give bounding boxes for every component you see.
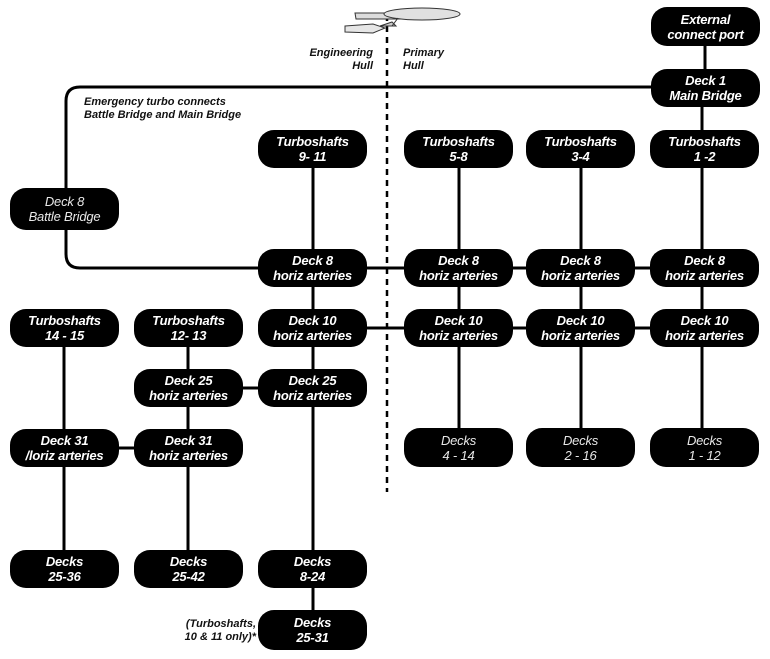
node-label-line: Deck 8 (44, 194, 85, 209)
engineering-hull-label-line: Engineering (309, 47, 373, 59)
node-label-line: horiz arteries (273, 388, 352, 403)
node-label-line: Decks (293, 554, 332, 569)
node-label-line: Deck 8 (292, 253, 333, 268)
node-label-line: horiz arteries (273, 268, 352, 283)
node-label-line: Turboshafts (152, 313, 225, 328)
node-label-line: Decks (562, 432, 599, 448)
node-label-line: 25-36 (48, 569, 81, 584)
node-label-line: horiz arteries (419, 328, 498, 343)
node-label-line: Decks (686, 432, 723, 448)
turboshaft-footnote: (Turboshafts,10 & 11 only)* (172, 618, 256, 644)
node-label-line: Deck 10 (434, 313, 483, 328)
emergency-turbo-note-line: Emergency turbo connects (84, 96, 226, 108)
node-label-line: Turboshafts (276, 134, 349, 149)
node-label-line: Deck 8 (684, 253, 725, 268)
node-label-line: 2 - 16 (564, 447, 597, 463)
emergency-turbo-note-line: Battle Bridge and Main Bridge (84, 109, 242, 121)
node-label-line: Deck 1 (685, 73, 726, 88)
node-label-line: Deck 8 (438, 253, 479, 268)
node-label-line: connect port (667, 26, 744, 42)
node-label-line: 1 - 12 (688, 447, 721, 463)
node-label-line: 14 - 15 (44, 328, 85, 343)
node-label-line: horiz arteries (665, 328, 744, 343)
turboshaft-footnote-line: (Turboshafts, (185, 618, 256, 630)
node-label-line: horiz arteries (541, 328, 620, 343)
node-label-line: Deck 31 (164, 433, 213, 448)
node-label-line: Deck 10 (288, 313, 337, 328)
node-label-line: Turboshafts (668, 134, 741, 149)
node-label-line: horiz arteries (541, 268, 620, 283)
node-label-line: Decks (293, 615, 332, 630)
node-label-line: 4 - 14 (442, 447, 475, 463)
node-label-line: /loriz arteries (25, 448, 104, 463)
node-label-line: Deck 10 (556, 313, 605, 328)
node-label-line: External (680, 11, 731, 27)
node-label-line: 25-31 (296, 630, 329, 645)
node-label-line: Turboshafts (544, 134, 617, 149)
emergency-turbo-line (64, 85, 657, 270)
node-label-line: horiz arteries (149, 448, 228, 463)
node-label-line: Deck 25 (288, 373, 337, 388)
node-label-line: 25-42 (172, 569, 205, 584)
node-label-line: 9- 11 (298, 149, 327, 164)
node-label-line: Deck 10 (680, 313, 729, 328)
node-label-line: Decks (440, 432, 477, 448)
node-label-line: Battle Bridge (28, 209, 101, 224)
node-label-line: horiz arteries (149, 388, 228, 403)
node-label-line: Turboshafts (28, 313, 101, 328)
primary-hull-label-line: Primary (403, 47, 444, 59)
node-label-line: Deck 8 (560, 253, 601, 268)
node-label-line: 8-24 (299, 569, 326, 584)
turboshaft-footnote-line: 10 & 11 only)* (184, 631, 256, 643)
node-label-line: Deck 25 (164, 373, 213, 388)
node-label-line: horiz arteries (665, 268, 744, 283)
starship-icon (344, 7, 461, 34)
node-label-line: horiz arteries (419, 268, 498, 283)
node-label-line: 5-8 (449, 149, 468, 164)
node-label-line: Decks (45, 554, 84, 569)
node-deck31-arteries-a: Deck 31/loriz arteries (10, 429, 119, 467)
node-label-line: Decks (169, 554, 208, 569)
node-label-line: 12- 13 (170, 328, 207, 343)
node-label-line: 3-4 (571, 149, 590, 164)
engineering-hull-label-line: Hull (352, 60, 373, 72)
primary-hull-label-line: Hull (403, 60, 424, 72)
node-label-line: Main Bridge (669, 88, 742, 103)
node-label-line: horiz arteries (273, 328, 352, 343)
node-label-line: Turboshafts (422, 134, 495, 149)
node-label-line: Deck 31 (40, 433, 89, 448)
node-label-line: 1 -2 (693, 149, 716, 164)
